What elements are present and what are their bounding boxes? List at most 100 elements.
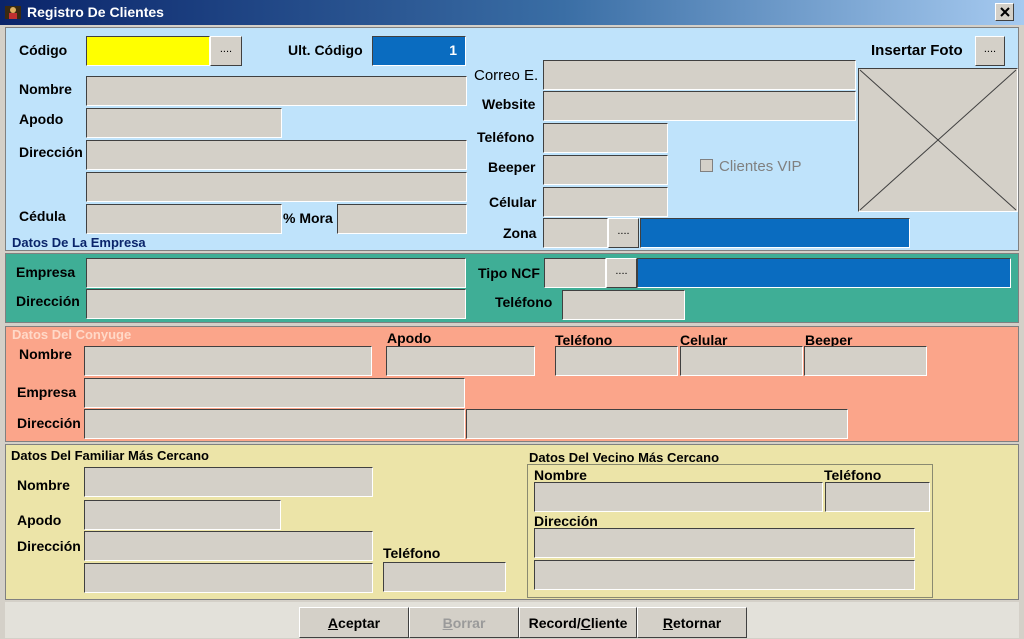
- celular-label: Célular: [489, 194, 537, 210]
- vecino-telefono-label: Teléfono: [824, 467, 882, 483]
- conyuge-nombre-field[interactable]: [84, 346, 372, 376]
- conyuge-beeper-label: Beeper: [805, 332, 853, 348]
- correo-label: Correo E.: [474, 67, 539, 84]
- familiar-telefono-field[interactable]: [383, 562, 506, 592]
- conyuge-apodo-field[interactable]: [386, 346, 535, 376]
- conyuge-telefono-label: Teléfono: [555, 332, 613, 348]
- aceptar-button[interactable]: Aceptar: [299, 607, 409, 638]
- empresa-telefono-label: Teléfono: [495, 294, 553, 310]
- familiar-telefono-label: Teléfono: [383, 545, 441, 561]
- vecino-telefono-field[interactable]: [825, 482, 930, 512]
- ult-codigo-value: 1: [372, 36, 466, 66]
- ult-codigo-label: Ult. Código: [288, 42, 363, 58]
- zona-label: Zona: [503, 225, 537, 241]
- mora-label: % Mora: [283, 210, 333, 226]
- familiar-apodo-label: Apodo: [17, 512, 62, 528]
- tipo-ncf-field[interactable]: [544, 258, 606, 288]
- vecino-direccion-field-2[interactable]: [534, 560, 915, 590]
- codigo-field[interactable]: [86, 36, 210, 66]
- conyuge-apodo-label: Apodo: [387, 330, 432, 346]
- empresa-telefono-field[interactable]: [562, 290, 685, 320]
- empresa-direccion-field[interactable]: [86, 289, 466, 319]
- vecino-nombre-field[interactable]: [534, 482, 823, 512]
- conyuge-direccion-field-1[interactable]: [84, 409, 465, 439]
- retornar-button[interactable]: Retornar: [637, 607, 747, 638]
- familiar-section-title: Datos Del Familiar Más Cercano: [11, 448, 209, 463]
- beeper-label: Beeper: [488, 159, 536, 175]
- retornar-hotkey: R: [662, 615, 673, 631]
- vecino-direccion-label: Dirección: [534, 513, 598, 529]
- codigo-lookup-button[interactable]: ....: [210, 36, 242, 66]
- empresa-section-title: Datos De La Empresa: [12, 235, 146, 250]
- close-icon: [1000, 7, 1010, 17]
- aceptar-label: ceptar: [338, 615, 381, 631]
- title-bar[interactable]: Registro De Clientes: [0, 0, 1024, 25]
- nombre-label: Nombre: [19, 81, 72, 97]
- zona-lookup-button[interactable]: ....: [608, 218, 639, 248]
- conyuge-direccion-field-2[interactable]: [466, 409, 848, 439]
- retornar-label: etornar: [672, 615, 722, 631]
- zona-description-field: [640, 218, 910, 248]
- vecino-section-title: Datos Del Vecino Más Cercano: [529, 450, 720, 465]
- familiar-nombre-label: Nombre: [17, 477, 70, 493]
- website-label: Website: [482, 96, 536, 112]
- checkbox-icon: [700, 159, 713, 172]
- apodo-field[interactable]: [86, 108, 282, 138]
- familiar-direccion-field-1[interactable]: [84, 531, 373, 561]
- insertar-foto-button[interactable]: ....: [975, 36, 1005, 66]
- empresa-field[interactable]: [86, 258, 466, 288]
- conyuge-beeper-field[interactable]: [804, 346, 927, 376]
- cedula-label: Cédula: [19, 208, 66, 224]
- correo-field[interactable]: [543, 60, 856, 90]
- telefono-label: Teléfono: [477, 129, 535, 145]
- borrar-label: orrar: [452, 615, 486, 631]
- borrar-button[interactable]: Borrar: [409, 607, 519, 638]
- photo-placeholder-icon: [859, 69, 1017, 211]
- familiar-direccion-field-2[interactable]: [84, 563, 373, 593]
- telefono-field[interactable]: [543, 123, 668, 153]
- empresa-label: Empresa: [16, 264, 76, 280]
- record-label: liente: [590, 615, 628, 631]
- conyuge-celular-field[interactable]: [680, 346, 803, 376]
- vecino-nombre-label: Nombre: [534, 467, 587, 483]
- borrar-hotkey: B: [442, 615, 453, 631]
- familiar-apodo-field[interactable]: [84, 500, 281, 530]
- nombre-field[interactable]: [86, 76, 467, 106]
- conyuge-nombre-label: Nombre: [19, 346, 72, 362]
- direccion-field-2[interactable]: [86, 172, 467, 202]
- conyuge-telefono-field[interactable]: [555, 346, 678, 376]
- website-field[interactable]: [543, 91, 856, 121]
- tipo-ncf-lookup-button[interactable]: ....: [606, 258, 637, 288]
- celular-field[interactable]: [543, 187, 668, 217]
- empresa-direccion-label: Dirección: [16, 293, 80, 309]
- record-label-prefix: Record/: [528, 615, 581, 631]
- zona-field[interactable]: [543, 218, 608, 248]
- apodo-label: Apodo: [19, 111, 64, 127]
- familiar-nombre-field[interactable]: [84, 467, 373, 497]
- record-hotkey: C: [580, 615, 591, 631]
- clientes-vip-label: Clientes VIP: [719, 158, 802, 175]
- close-button[interactable]: [995, 3, 1014, 21]
- photo-placeholder[interactable]: [858, 68, 1018, 212]
- clientes-vip-checkbox[interactable]: Clientes VIP: [700, 158, 802, 178]
- familiar-direccion-label: Dirección: [17, 538, 81, 554]
- aceptar-hotkey: A: [327, 615, 339, 631]
- tipo-ncf-description-field: [637, 258, 1011, 288]
- direccion-label: Dirección: [19, 144, 83, 160]
- direccion-field-1[interactable]: [86, 140, 467, 170]
- record-cliente-button[interactable]: Record/Cliente: [519, 607, 637, 638]
- vecino-groupbox: [527, 464, 933, 598]
- codigo-label: Código: [19, 42, 68, 58]
- conyuge-empresa-field[interactable]: [84, 378, 465, 408]
- conyuge-celular-label: Celular: [680, 332, 728, 348]
- conyuge-direccion-label: Dirección: [17, 415, 81, 431]
- mora-field[interactable]: [337, 204, 467, 234]
- window-title: Registro De Clientes: [27, 4, 164, 20]
- cedula-field[interactable]: [86, 204, 282, 234]
- tipo-ncf-label: Tipo NCF: [478, 265, 540, 281]
- beeper-field[interactable]: [543, 155, 668, 185]
- conyuge-section-title: Datos Del Conyuge: [12, 327, 132, 342]
- conyuge-empresa-label: Empresa: [17, 384, 77, 400]
- vecino-direccion-field-1[interactable]: [534, 528, 915, 558]
